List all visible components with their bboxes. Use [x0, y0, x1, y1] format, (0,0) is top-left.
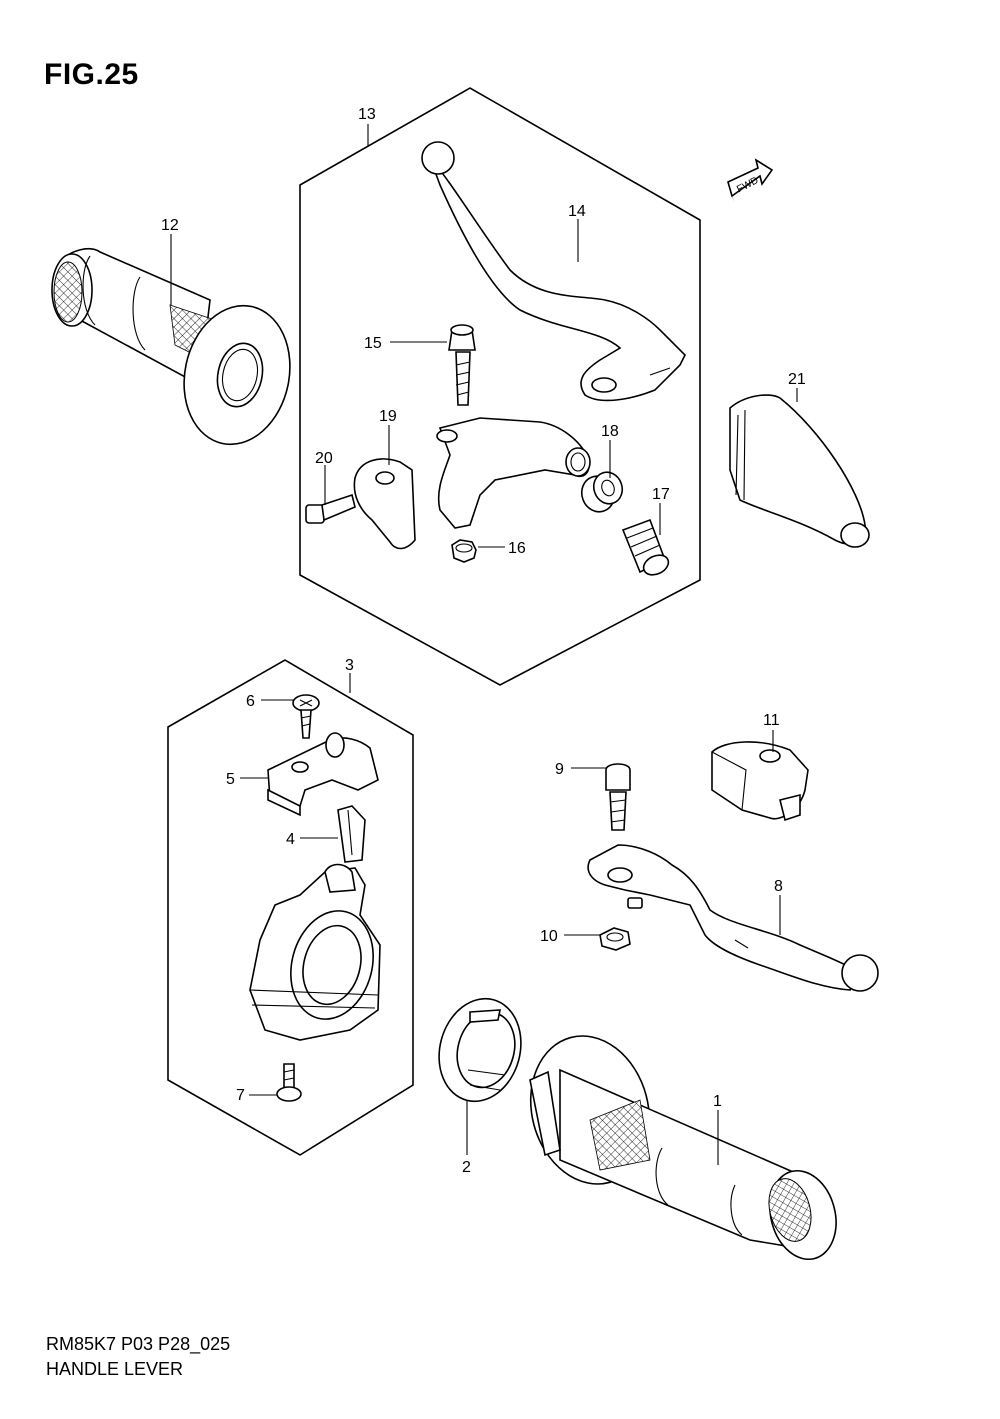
lever-perch-part — [436, 417, 591, 529]
assembly-13-boundary — [299, 87, 701, 686]
cable-guide-part — [267, 732, 379, 817]
callout-8: 8 — [774, 878, 783, 895]
front-lever-nut-part — [599, 927, 631, 951]
holder-screw-part — [276, 1063, 302, 1102]
perch-clamp-part — [353, 458, 416, 550]
cable-clip-part — [337, 805, 366, 863]
figure-name: HANDLE LEVER — [46, 1359, 184, 1379]
callout-3: 3 — [345, 657, 354, 674]
fwd-arrow-icon: FWD — [727, 158, 774, 202]
leader-lines — [170, 124, 798, 1165]
callout-16: 16 — [508, 540, 526, 557]
front-lever-bolt-part — [605, 763, 631, 831]
lever-pivot-bolt-part — [448, 324, 476, 406]
left-grip-part — [51, 248, 291, 446]
callout-20: 20 — [315, 450, 333, 467]
throttle-pulley-part — [438, 997, 522, 1103]
callout-4: 4 — [286, 831, 295, 848]
figure-title: FIG.25 — [44, 58, 139, 91]
right-grip-part — [529, 1035, 837, 1261]
upper-lever-part — [421, 141, 686, 402]
lever-holder-part — [249, 863, 381, 1041]
callout-15: 15 — [364, 335, 382, 352]
cable-adjuster-part — [621, 518, 670, 576]
callout-7: 7 — [236, 1087, 245, 1104]
callout-17: 17 — [652, 486, 670, 503]
callout-10: 10 — [540, 928, 558, 945]
assembly-3-boundary — [167, 659, 414, 1156]
callout-19: 19 — [379, 408, 397, 425]
switch-screw-part — [292, 694, 320, 739]
callout-9: 9 — [555, 761, 564, 778]
callout-12: 12 — [161, 217, 179, 234]
figure-code: RM85K7 P03 P28_025 — [46, 1334, 231, 1354]
callout-1: 1 — [713, 1093, 722, 1110]
callout-5: 5 — [226, 771, 235, 788]
callout-labels: 13 12 14 15 21 19 18 20 17 16 3 6 11 9 5… — [161, 106, 806, 1176]
callout-18: 18 — [601, 423, 619, 440]
callout-14: 14 — [568, 203, 586, 220]
pivot-nut-part — [451, 539, 477, 563]
lever-boot-part — [729, 394, 870, 548]
callout-21: 21 — [788, 371, 806, 388]
callout-11: 11 — [763, 712, 780, 729]
adjuster-locknut-part — [580, 471, 624, 513]
switch-assembly-part — [711, 741, 809, 822]
callout-2: 2 — [462, 1159, 471, 1176]
clamp-bolt-part — [305, 493, 356, 524]
callout-6: 6 — [246, 693, 255, 710]
front-lever-part — [587, 844, 879, 992]
callout-13: 13 — [358, 106, 376, 123]
